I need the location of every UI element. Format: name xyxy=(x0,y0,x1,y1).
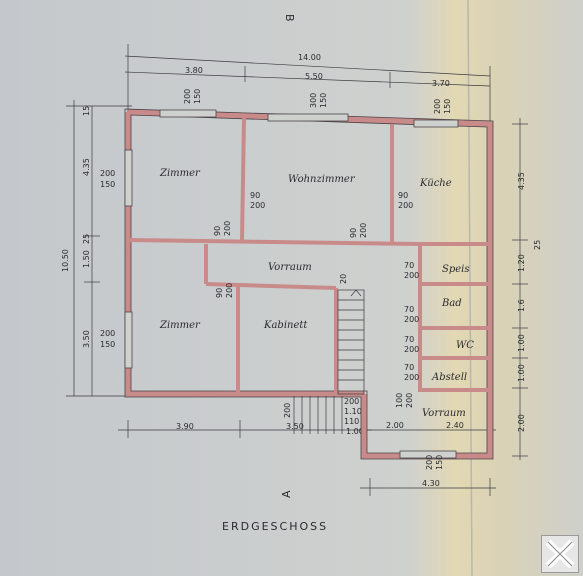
dim-left-seg3: 3.50 xyxy=(82,330,91,348)
dim-bottom-seg1: 3.90 xyxy=(176,422,194,431)
door-2-width: 90 xyxy=(398,191,408,200)
dim-right-seg4: 1.6 xyxy=(517,299,526,312)
room-label-kabinett: Kabinett xyxy=(263,320,308,331)
door-5-height: 200 xyxy=(225,283,234,298)
dim-top-seg3: 3.70 xyxy=(432,79,450,88)
room-label-vorraum-mid: Vorraum xyxy=(268,262,312,273)
right-dimension-lines xyxy=(512,118,528,460)
room-label-vorraum-south: Vorraum xyxy=(422,408,466,419)
door-6-width: 70 xyxy=(404,261,414,270)
dim-right-seg5: 1.00 xyxy=(517,334,526,352)
room-label-kueche: Küche xyxy=(419,178,452,189)
door-10-width: 100 xyxy=(395,393,404,408)
door-3-width: 90 xyxy=(213,226,222,236)
room-label-bad: Bad xyxy=(441,298,462,309)
door-2-height: 200 xyxy=(398,201,413,210)
door-8-width: 70 xyxy=(404,335,414,344)
watermark-logo xyxy=(541,535,579,573)
dim-bottom-sub1: 2.00 xyxy=(386,421,404,430)
dim-top-seg1: 3.80 xyxy=(185,66,203,75)
dim-left-seg2: 1.50 xyxy=(82,250,91,268)
door-5-width: 90 xyxy=(215,288,224,298)
window-4-height: 150 xyxy=(100,180,115,189)
room-label-wohnzimmer: Wohnzimmer xyxy=(288,174,356,185)
door-4-height: 200 xyxy=(359,223,368,238)
window-3-height: 150 xyxy=(443,99,452,114)
window-5-height: 150 xyxy=(100,340,115,349)
interior-walls xyxy=(129,117,488,392)
door-4-width: 90 xyxy=(349,228,358,238)
door-10-height: 200 xyxy=(405,393,414,408)
window-annotations: 200 150 300 150 200 150 200 150 200 150 … xyxy=(100,89,452,470)
dim-bottom-sub2: 2.40 xyxy=(446,421,464,430)
staircase xyxy=(293,289,365,434)
dim-bottom-seg2: 3.50 xyxy=(286,422,304,431)
dim-right-seg7: 2.00 xyxy=(517,414,526,432)
top-dimension-lines xyxy=(124,44,491,124)
door-7-height: 200 xyxy=(404,315,419,324)
room-label-zimmer-top: Zimmer xyxy=(159,168,201,179)
stair-note-c: 110 xyxy=(344,417,359,426)
exterior-wall-outline xyxy=(124,108,494,460)
logo-icon xyxy=(545,539,575,569)
dim-left-seg1: 4.35 xyxy=(82,158,91,176)
door-1-height: 200 xyxy=(250,201,265,210)
window-1-height: 150 xyxy=(193,89,202,104)
window-4-width: 200 xyxy=(100,169,115,178)
door-9-height: 200 xyxy=(404,373,419,382)
door-1-width: 90 xyxy=(250,191,260,200)
dim-right-seg6: 1.00 xyxy=(517,364,526,382)
dim-left-overall: 10.50 xyxy=(61,249,70,272)
dim-right-seg3: 1.20 xyxy=(517,254,526,272)
left-dimension-lines xyxy=(66,100,132,397)
door-9-width: 70 xyxy=(404,363,414,372)
stair-note-a: 20 xyxy=(339,274,348,284)
window-6-height: 150 xyxy=(435,455,444,470)
dim-left-mark-top: 15 xyxy=(82,106,91,116)
dim-top-seg2: 5.50 xyxy=(305,72,323,81)
dim-top-overall: 14.00 xyxy=(298,53,321,62)
door-7-width: 70 xyxy=(404,305,414,314)
dim-bottom-sub3: 1.00 xyxy=(346,427,364,436)
room-label-zimmer-bottom: Zimmer xyxy=(159,320,201,331)
room-label-wc: WC xyxy=(456,340,474,351)
window-2-width: 300 xyxy=(309,93,318,108)
dim-right-seg2: 25 xyxy=(533,240,542,250)
room-label-abstell: Abstell xyxy=(431,372,467,383)
section-mark-a: A xyxy=(280,490,293,498)
drawing-title: ERDGESCHOSS xyxy=(222,520,328,533)
dim-right-seg1: 4.35 xyxy=(517,172,526,190)
bottom-dimension-lines xyxy=(118,420,496,496)
door-3-height: 200 xyxy=(223,221,232,236)
windows xyxy=(124,109,459,459)
door-8-height: 200 xyxy=(404,345,419,354)
stair-note-b: 200 xyxy=(283,403,292,418)
dim-bottom-seg3: 4.30 xyxy=(422,479,440,488)
door-6-height: 200 xyxy=(404,271,419,280)
dim-left-mark-mid: 25 xyxy=(82,234,91,244)
paper-fold-line xyxy=(467,0,473,576)
stair-note-d: 200 xyxy=(344,397,359,406)
dim-bottom-sub4: 1.10 xyxy=(344,407,362,416)
window-1-width: 200 xyxy=(183,89,192,104)
room-label-speis: Speis xyxy=(442,264,470,275)
window-3-width: 200 xyxy=(433,99,442,114)
window-6-width: 200 xyxy=(425,455,434,470)
window-5-width: 200 xyxy=(100,329,115,338)
section-mark-b: B xyxy=(283,14,296,22)
door-annotations: 90 200 90 200 90 200 90 200 90 200 70 20… xyxy=(213,191,419,408)
window-2-height: 150 xyxy=(319,93,328,108)
